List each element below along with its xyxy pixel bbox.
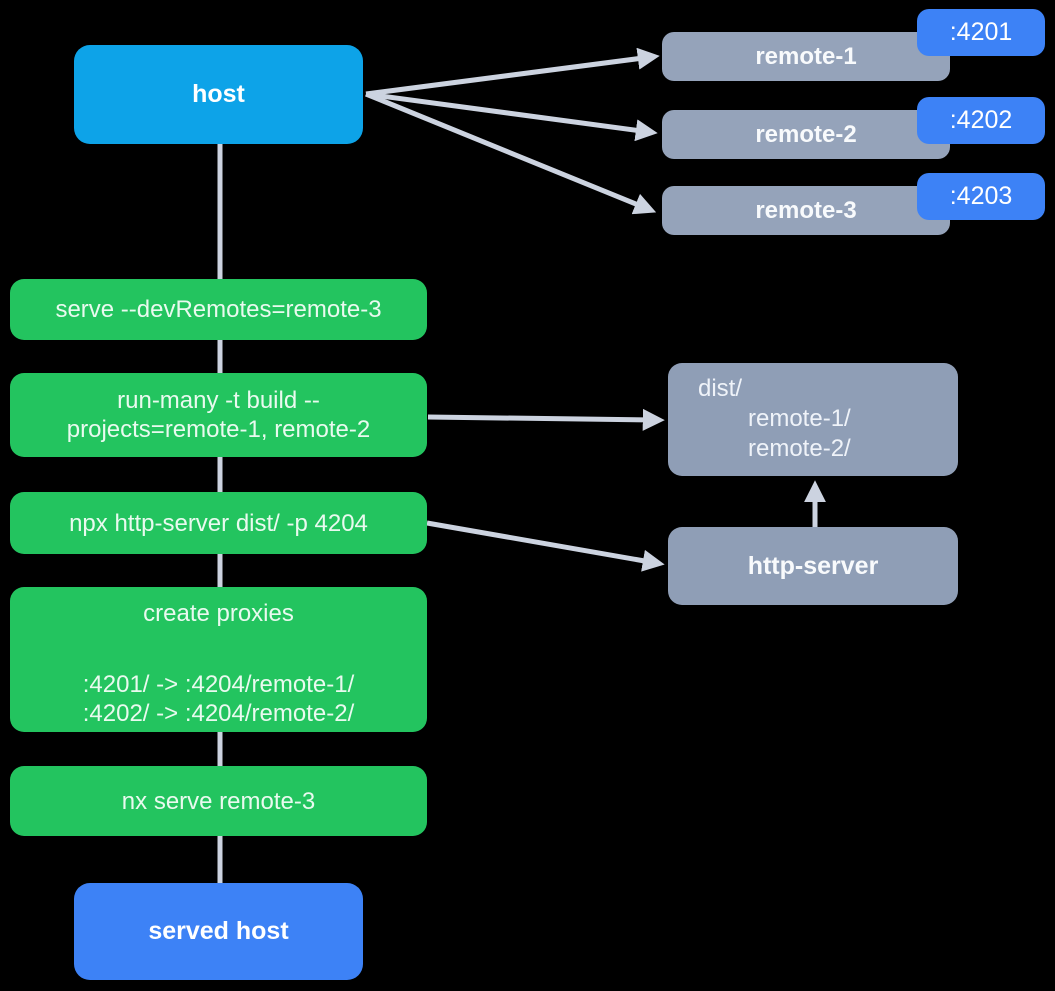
port-badge-4201: :4201 bbox=[917, 9, 1045, 56]
create-proxies-title: create proxies bbox=[143, 600, 294, 627]
command-run-many-build-line-1: run-many -t build -- bbox=[117, 387, 320, 414]
arrow-host-to-remote-1 bbox=[365, 47, 660, 97]
port-badge-4202: :4202 bbox=[917, 97, 1045, 144]
port-badge-4201-label: :4201 bbox=[949, 18, 1013, 46]
arrow-host-to-remote-3 bbox=[365, 91, 657, 215]
served-host-node: served host bbox=[74, 883, 363, 980]
port-badge-4202-label: :4202 bbox=[949, 106, 1013, 134]
arrow-host-to-remote-2 bbox=[365, 91, 658, 142]
dist-root-label: dist/ bbox=[698, 375, 743, 402]
proxy-rule-4201: :4201/ -> :4204/remote-1/ bbox=[82, 671, 355, 698]
command-npx-http-server: npx http-server dist/ -p 4204 bbox=[10, 492, 427, 554]
dist-child-remote-1: remote-1/ bbox=[748, 405, 851, 432]
proxy-rule-4202: :4202/ -> :4204/remote-2/ bbox=[82, 700, 355, 727]
port-badge-4203-label: :4203 bbox=[949, 182, 1013, 210]
host-node: host bbox=[74, 45, 363, 144]
command-nx-serve-remote-3-text: nx serve remote-3 bbox=[121, 787, 316, 815]
remote-3-node: remote-3 bbox=[662, 186, 950, 235]
command-npx-http-server-text: npx http-server dist/ -p 4204 bbox=[69, 509, 368, 537]
remote-1-node: remote-1 bbox=[662, 32, 950, 81]
dist-child-remote-2: remote-2/ bbox=[748, 435, 851, 462]
command-nx-serve-remote-3: nx serve remote-3 bbox=[10, 766, 427, 836]
port-badge-4203: :4203 bbox=[917, 173, 1045, 220]
served-host-label: served host bbox=[148, 917, 289, 945]
dist-folder-node: dist/ remote-1/ remote-2/ bbox=[668, 363, 958, 476]
http-server-label: http-server bbox=[747, 551, 879, 580]
remote-1-label: remote-1 bbox=[755, 42, 857, 70]
remote-2-node: remote-2 bbox=[662, 110, 950, 159]
command-serve-dev-remotes: serve --devRemotes=remote-3 bbox=[10, 279, 427, 340]
command-run-many-build-line-2: projects=remote-1, remote-2 bbox=[66, 416, 371, 443]
host-label: host bbox=[192, 80, 245, 108]
remote-3-label: remote-3 bbox=[755, 196, 857, 224]
command-serve-dev-remotes-text: serve --devRemotes=remote-3 bbox=[55, 296, 382, 323]
remote-2-label: remote-2 bbox=[755, 120, 857, 148]
arrow-build-to-dist bbox=[427, 408, 665, 431]
arrow-npx-to-http-server bbox=[426, 520, 665, 572]
command-run-many-build: run-many -t build -- projects=remote-1, … bbox=[10, 373, 427, 457]
command-create-proxies: create proxies :4201/ -> :4204/remote-1/… bbox=[10, 587, 427, 732]
http-server-node: http-server bbox=[668, 527, 958, 605]
